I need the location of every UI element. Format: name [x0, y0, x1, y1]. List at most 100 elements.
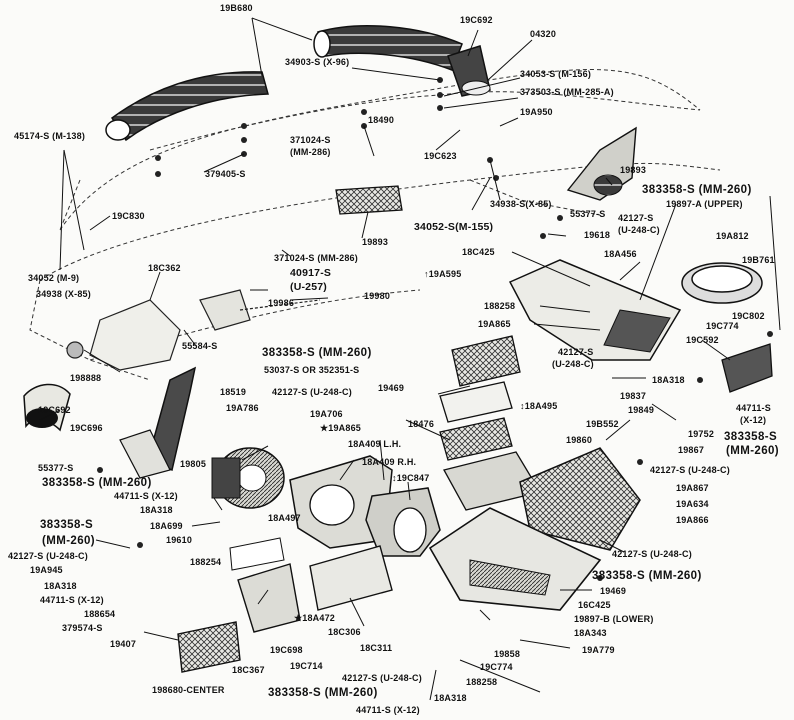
part-label-18c311: 18C311: [360, 643, 393, 653]
part-label-u248-right1: (U-248-C): [618, 225, 660, 235]
part-label-383358-bottom-right: 383358-S (MM-260): [592, 570, 702, 582]
part-label-34903: 34903-S (X-96): [285, 57, 350, 67]
part-label-19893-center: 19893: [362, 237, 389, 247]
part-label-19a779: 19A779: [582, 645, 615, 655]
part-label-40917: 40917-S: [290, 267, 332, 279]
part-label-18a497: 18A497: [268, 513, 301, 523]
part-label-44711-x12-bottom: 44711-S (X-12): [356, 705, 420, 715]
part-label-44711-x12-left: 44711-S (X-12): [114, 491, 178, 501]
part-label-19c692-left: 19C692: [38, 405, 71, 415]
part-label-18519: 18519: [220, 387, 247, 397]
part-label-19610: 19610: [166, 535, 193, 545]
part-label-19c774-right: 19C774: [706, 321, 739, 331]
part-label-55584: 55584-S: [182, 341, 218, 351]
part-label-mm260-right2: (MM-260): [726, 445, 780, 457]
part-label-19980: 19980: [364, 291, 391, 301]
part-label-19a945: 19A945: [30, 565, 63, 575]
part-label-19b761: 19B761: [742, 255, 775, 265]
part-label-19805: 19805: [180, 459, 207, 469]
part-label-18490: 18490: [368, 115, 395, 125]
heater-core: [519, 447, 641, 551]
part-label-mm260-left2: (MM-260): [42, 535, 96, 547]
part-label-19986: 19986: [268, 298, 295, 308]
part-label-19c830: 19C830: [112, 211, 145, 221]
part-label-188258-right: 188258: [484, 301, 516, 311]
part-label-19469-a: 19469: [378, 383, 405, 393]
control-assembly: [66, 289, 321, 371]
part-label-19618: 19618: [584, 230, 611, 240]
left-outlet-duct: [23, 366, 197, 479]
part-label-42127-u248-a: 42127-S (U-248-C): [272, 387, 352, 397]
part-label-19c714: 19C714: [290, 661, 323, 671]
upper-plenum-case: [508, 259, 682, 361]
part-label-379405: 379405-S: [205, 169, 246, 179]
part-label-383358-right: 383358-S (MM-260): [642, 184, 752, 196]
part-label-34052-m9: 34052 (M-9): [28, 273, 80, 283]
part-label-19860: 19860: [566, 435, 593, 445]
part-label-34938-x85-left: 34938 (X-85): [36, 289, 91, 299]
part-label-19858: 19858: [494, 649, 521, 659]
part-label-19752: 19752: [688, 429, 715, 439]
part-label-18c425-right: 18C425: [462, 247, 495, 257]
part-label-198888: 198888: [70, 373, 102, 383]
part-label-19a634: 19A634: [676, 499, 709, 509]
part-label-18a318-left2: 18A318: [44, 581, 77, 591]
part-label-44711-x12-left2: 44711-S (X-12): [40, 595, 104, 605]
part-label-18a343: 18A343: [574, 628, 607, 638]
part-label-34938-x85-right: 34938-S(X-85): [490, 199, 552, 209]
part-label-19a595: ↑19A595: [424, 269, 462, 279]
part-label-371024-b: 371024-S (MM-286): [274, 253, 358, 263]
part-label-383358-right2: 383358-S: [724, 431, 778, 443]
part-label-u248-center: (U-248-C): [552, 359, 594, 369]
part-label-55377-left: 55377-S: [38, 463, 74, 473]
part-label-19c802: 19C802: [732, 311, 765, 321]
part-label-19897a: 19897-A (UPPER): [666, 199, 743, 209]
part-label-x12-right: (X-12): [740, 415, 767, 425]
lower-plenum-case: [428, 507, 602, 611]
part-label-19a706: 19A706: [310, 409, 343, 419]
part-label-42127-u248-c: 42127-S (U-248-C): [8, 551, 88, 561]
part-label-188654: 188654: [84, 609, 116, 619]
part-label-19407: 19407: [110, 639, 137, 649]
part-label-19c774-bottom: 19C774: [480, 662, 513, 672]
part-label-55377-right: 55377-S: [570, 209, 606, 219]
part-label-19a867: 19A867: [676, 483, 709, 493]
part-label-44711-right: 44711-S: [736, 403, 771, 413]
part-label-379574: 379574-S: [62, 623, 103, 633]
part-label-42127-u248-b: 42127-S (U-248-C): [650, 465, 730, 475]
part-label-18a318-bottom: 18A318: [434, 693, 467, 703]
part-label-19c592: 19C592: [686, 335, 719, 345]
part-label-383358-center: 383358-S (MM-260): [262, 347, 372, 359]
part-label-42127-right1: 42127-S: [618, 213, 654, 223]
part-label-42127-center: 42127-S: [558, 347, 594, 357]
part-label-19a950: 19A950: [520, 107, 553, 117]
part-label-371024-a: 371024-S: [290, 135, 331, 145]
part-label-19a865-right: 19A865: [478, 319, 511, 329]
part-label-19897b: 19897-B (LOWER): [574, 614, 654, 624]
part-label-19a866: 19A866: [676, 515, 709, 525]
part-label-198680-center: 198680-CENTER: [152, 685, 225, 695]
ring-gasket-19a812: [681, 262, 763, 304]
part-label-16c425: 16C425: [578, 600, 611, 610]
part-label-19a786: 19A786: [226, 403, 259, 413]
part-label-19867: 19867: [678, 445, 705, 455]
part-label-18a318-left: 18A318: [140, 505, 173, 515]
part-label-19c692-top: 19C692: [460, 15, 493, 25]
part-label-188254: 188254: [190, 557, 222, 567]
blower-housing: [289, 455, 441, 557]
part-label-18c367: 18C367: [232, 665, 265, 675]
part-label-383358-left2: 383358-S: [40, 519, 94, 531]
part-label-19893-right: 19893: [620, 165, 647, 175]
lower-center-ducts: [177, 537, 393, 673]
part-label-373503: 373503-S (MM-285-A): [520, 87, 614, 97]
part-label-19c698: 19C698: [270, 645, 303, 655]
vacuum-actuator: [721, 343, 773, 393]
part-label-18c362: 18C362: [148, 263, 181, 273]
part-label-18a409-lh: 18A409 L.H.: [348, 439, 402, 449]
part-label-34052-m155: 34052-S(M-155): [414, 221, 494, 233]
part-label-383358-bottom: 383358-S (MM-260): [268, 687, 378, 699]
part-label-383358-left: 383358-S (MM-260): [42, 477, 152, 489]
part-label-u257: (U-257): [290, 281, 327, 293]
part-label-19b552: 19B552: [586, 419, 619, 429]
center-register: [335, 185, 403, 215]
